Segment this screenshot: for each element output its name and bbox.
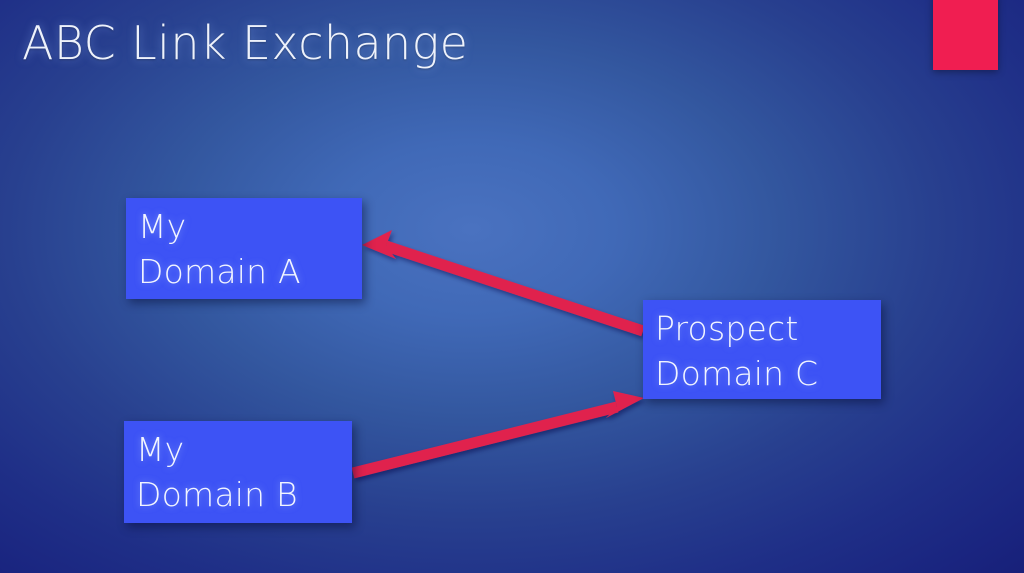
page-title: ABC Link Exchange — [22, 16, 469, 70]
arrow-b-to-c — [351, 391, 644, 479]
arrow-c-to-a — [362, 230, 645, 337]
node-box-domain-c[interactable]: Prospect Domain C — [643, 300, 881, 399]
node-box-domain-a[interactable]: My Domain A — [126, 198, 362, 299]
node-label-domain-b: My Domain B — [136, 430, 298, 514]
node-label-domain-c: Prospect Domain C — [655, 309, 819, 393]
node-label-domain-a: My Domain A — [138, 207, 301, 291]
node-box-domain-b[interactable]: My Domain B — [124, 421, 352, 523]
accent-block — [933, 0, 998, 70]
